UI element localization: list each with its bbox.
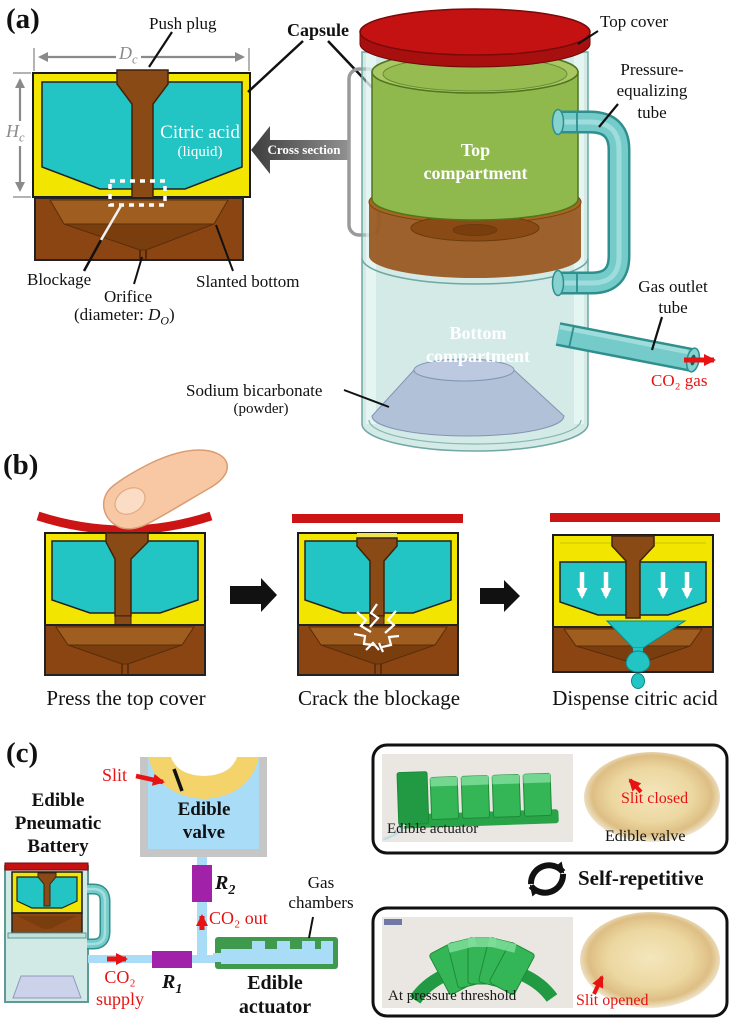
result-photos [371, 743, 729, 1018]
step3-caption: Dispense citric acid [552, 686, 718, 710]
slit-closed-label: Slit closed [621, 790, 689, 807]
r1-label: R1 [162, 971, 183, 997]
battery-label: Edible Pneumatic Battery [14, 790, 102, 858]
self-repetitive-label: Self-repetitive [578, 866, 704, 890]
top-compartment-body [371, 71, 579, 221]
orifice-diameter-label: (diameter: DO) [74, 305, 175, 328]
panel-b-tag: (b) [3, 449, 39, 481]
self-repetitive-icon [528, 861, 566, 897]
step2-caption: Crack the blockage [297, 686, 461, 710]
blockage-label: Blockage [27, 270, 92, 289]
slit-pointer-arrow [135, 773, 165, 786]
photo1-caption: Edible actuator [387, 821, 479, 837]
photo-valve-opened [580, 912, 720, 1008]
capsule-assembly-3d [343, 8, 716, 452]
top-cover-label: Top cover [600, 12, 669, 31]
slit-closed-arrow [628, 778, 643, 794]
step-crack-capsule [292, 514, 520, 676]
battery-schematic [4, 862, 111, 1003]
bent-top-cover [36, 511, 213, 535]
acid-drop [631, 673, 645, 689]
co2-supply-label: CO₂ supply [95, 967, 144, 1009]
resistor-r2 [192, 865, 212, 902]
diameter-dim-label: Dc [116, 43, 141, 68]
step-arrow-2 [480, 580, 520, 612]
step-dispense-capsule [550, 513, 720, 689]
edible-actuator-diagram [213, 937, 338, 969]
gas-chambers-label: Gas chambers [288, 873, 354, 913]
citric-acid-label: Citric acid [160, 122, 240, 143]
top-compartment-label: Top compartment [423, 140, 528, 183]
pressure-tube-label: Pressure- equalizing tube [616, 60, 688, 122]
push-plug-label: Push plug [149, 14, 217, 33]
slanted-bottom-label: Slanted bottom [196, 272, 300, 291]
co2-gas-label: CO₂ gas [651, 371, 708, 390]
panel-a-tag: (a) [6, 3, 40, 35]
citric-acid-state-label: (liquid) [177, 144, 223, 160]
cross-section-arrow [251, 126, 348, 174]
gas-outlet-label: Gas outlet tube [638, 277, 708, 318]
sodium-state-label: (powder) [233, 401, 289, 417]
actuator-photo-art [382, 771, 559, 841]
flat-top-cover [292, 514, 463, 523]
capsule-cross-section [13, 31, 383, 285]
flow-down-arrows [576, 572, 693, 599]
step1-caption: Press the top cover [46, 686, 206, 710]
capsule-label: Capsule [287, 20, 350, 40]
photo-valve-closed [584, 752, 720, 842]
photo2-caption: Edible valve [605, 828, 686, 845]
step-press-capsule [36, 449, 277, 676]
curved-actuator-photo-art [384, 919, 558, 1004]
sodium-bicarbonate-label: Sodium bicarbonate [186, 381, 323, 400]
crack-lines [353, 603, 400, 653]
cross-section-label: Cross section [267, 142, 341, 157]
actuator-label: Edible actuator [238, 972, 312, 1018]
fingernail [114, 487, 146, 515]
valve-label: Edible valve [177, 799, 231, 844]
resistor-r1 [152, 951, 192, 968]
slit-opened-label: Slit opened [576, 992, 649, 1009]
co2-out-label: CO₂ out [209, 908, 268, 928]
valve-slit [172, 768, 184, 792]
photo3-caption: At pressure threshold [388, 988, 517, 1004]
orifice-label: Orifice [104, 287, 153, 306]
flat-top-cover-2 [550, 513, 720, 522]
height-dim-label: Hc [3, 121, 28, 146]
pneumatic-circuit [4, 757, 338, 1003]
top-cover-lid [359, 8, 591, 56]
step-arrow-1 [230, 578, 277, 612]
panel-c-tag: (c) [6, 737, 39, 769]
r2-label: R2 [215, 872, 236, 898]
slit-opened-arrow [592, 975, 604, 995]
bottom-compartment-label: Bottom compartment [426, 323, 530, 366]
edible-valve-diagram [140, 757, 267, 857]
slit-label: Slit [102, 765, 128, 785]
